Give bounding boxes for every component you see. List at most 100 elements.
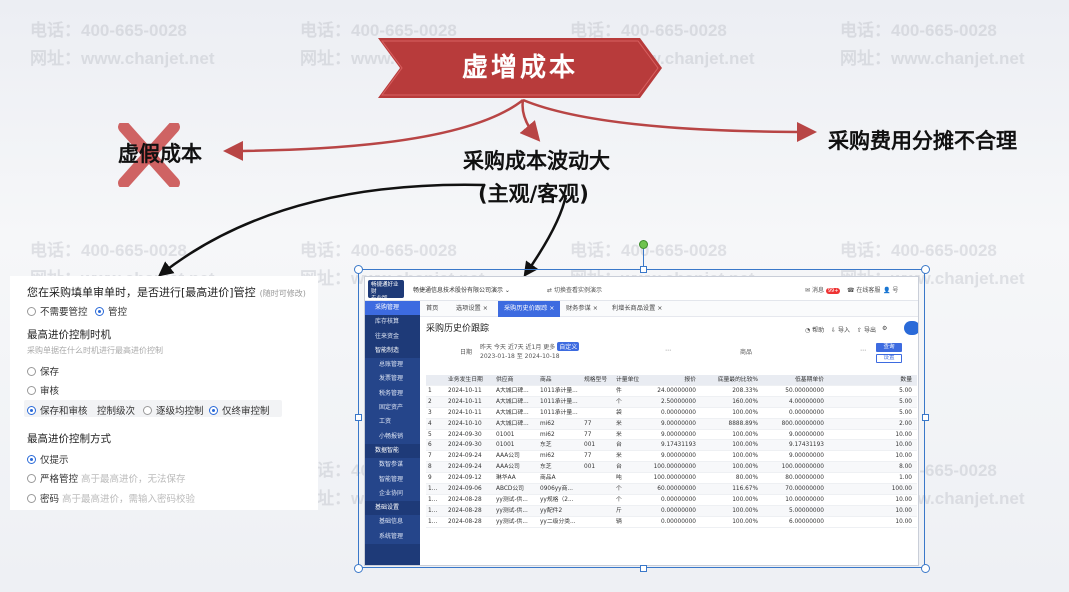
sidebar-item[interactable]: 数据智能 (375, 446, 400, 454)
sidebar-item[interactable]: 总账管理 (365, 358, 420, 373)
sidebar-item[interactable]: 基础设置 (375, 504, 400, 512)
table-cell: 2024-09-30 (448, 442, 482, 449)
sidebar-item[interactable]: 工资 (365, 415, 420, 430)
table-cell: 9 (428, 475, 432, 482)
assistant-robot-icon[interactable] (904, 321, 918, 335)
close-icon[interactable]: × (655, 305, 663, 312)
date-range[interactable]: 2023-01-18 至 2024-10-18 (480, 353, 560, 360)
switch-demo-link[interactable]: ⇄ 切换查看实例演示 (547, 287, 602, 294)
sidebar-item[interactable]: 往来资金 (375, 332, 400, 340)
radio-selected-icon[interactable] (27, 406, 36, 415)
radio-icon[interactable] (143, 406, 152, 415)
resize-handle-bl[interactable] (354, 564, 363, 573)
sidebar-item[interactable]: 智能管理 (365, 472, 420, 487)
radio-selected-icon[interactable] (209, 406, 218, 415)
resize-handle-br[interactable] (921, 564, 930, 573)
sidebar-item[interactable]: 基础信息 (365, 515, 420, 530)
product-more[interactable]: ⋯ (860, 347, 866, 354)
sidebar-item[interactable]: 固定资产 (365, 401, 420, 416)
rotate-handle[interactable] (639, 240, 648, 249)
sidebar-item[interactable]: 智能制造 (375, 346, 400, 354)
tab[interactable]: 财务参谋 × (566, 305, 598, 312)
company-selector[interactable]: 畅捷通信息技术股份有限公司演示 ⌄ (413, 287, 510, 294)
table-cell: 东芝 (540, 464, 552, 471)
date-quick-options[interactable]: 昨天 今天 近7天 近1月 更多 自定义 (480, 342, 580, 351)
table-cell: 10.00 (895, 518, 912, 525)
sidebar-item[interactable]: 发票管理 (365, 372, 420, 387)
table-cell: 7 (428, 453, 432, 460)
close-icon[interactable]: × (480, 305, 488, 312)
help-button[interactable]: ◔ 帮助 (805, 327, 825, 334)
method-strict[interactable]: 严格管控 高于最高进价，无法保存 (27, 471, 186, 485)
table-cell: 10.00 (895, 431, 912, 438)
tab[interactable]: 采购历史价跟踪 × (498, 301, 561, 317)
resize-handle-t[interactable] (640, 266, 647, 273)
sidebar-item[interactable]: 采购管理 (365, 301, 420, 316)
service-button[interactable]: ☎ 在线客服 (847, 287, 881, 294)
tab[interactable]: 选项设置 × (456, 305, 488, 312)
label-fluctuation: 采购成本波动大 (463, 149, 610, 173)
query-button[interactable]: 查询 (876, 343, 902, 352)
resize-handle-r[interactable] (922, 414, 929, 421)
resize-handle-tr[interactable] (921, 265, 930, 274)
timing-save[interactable]: 保存 (27, 364, 59, 378)
timing-both[interactable]: 保存和审核 (27, 403, 88, 417)
resize-handle-tl[interactable] (354, 265, 363, 274)
method-password[interactable]: 密码 高于最高进价，需输入密码校验 (27, 491, 195, 505)
table-cell: 100.00% (732, 442, 758, 449)
radio-icon[interactable] (27, 367, 36, 376)
radio-icon[interactable] (27, 386, 36, 395)
resize-handle-b[interactable] (640, 565, 647, 572)
method-hint[interactable]: 仅提示 (27, 452, 69, 466)
sidebar-item[interactable]: 企业协同 (365, 486, 420, 502)
radio-selected-icon[interactable] (95, 307, 104, 316)
settings-gear-icon[interactable]: ⚙ (882, 325, 888, 332)
radio-icon[interactable] (27, 474, 36, 483)
level-each[interactable]: 逐级均控制 (143, 403, 204, 417)
radio-icon[interactable] (27, 494, 36, 503)
table-cell: mi62 (540, 420, 555, 427)
export-button[interactable]: ⇧ 导出 (857, 327, 876, 334)
user-avatar[interactable]: 👤 号 (883, 287, 899, 294)
sidebar-item[interactable]: 库存核算 (375, 318, 400, 326)
import-button[interactable]: ⇩ 导入 (831, 327, 850, 334)
table-cell: 5 (428, 431, 432, 438)
table-cell: 50.00000000 (785, 388, 824, 394)
sidebar-item[interactable]: 数智参谋 (365, 458, 420, 473)
message-button[interactable]: ✉ 消息 99+ (805, 287, 841, 294)
table-cell: 2024-09-24 (448, 453, 482, 460)
timing-review[interactable]: 审核 (27, 383, 59, 397)
settings-button[interactable]: 设置 (876, 354, 902, 363)
resize-handle-l[interactable] (355, 414, 362, 421)
radio-icon[interactable] (27, 307, 36, 316)
close-icon[interactable]: × (547, 305, 555, 312)
option-no-control[interactable]: 不需要管控 (27, 304, 88, 318)
table-cell (584, 484, 612, 495)
sidebar-item[interactable]: 税务管理 (365, 386, 420, 402)
level-final[interactable]: 仅终审控制 (209, 403, 270, 417)
table-cell: 2024-09-12 (448, 475, 482, 482)
filter-more[interactable]: ⋯ (665, 347, 671, 354)
sidebar-item[interactable]: 小畅报销 (365, 429, 420, 444)
option-control[interactable]: 管控 (95, 304, 127, 318)
sidebar-item[interactable]: 系统管理 (365, 529, 420, 545)
tab[interactable]: 首页 (426, 305, 439, 312)
radio-selected-icon[interactable] (27, 455, 36, 464)
tab[interactable]: 利增长商品设置 × (612, 305, 663, 312)
table-cell (584, 408, 612, 419)
table-cell: AAA公司 (496, 464, 520, 471)
close-icon[interactable]: × (590, 305, 598, 312)
